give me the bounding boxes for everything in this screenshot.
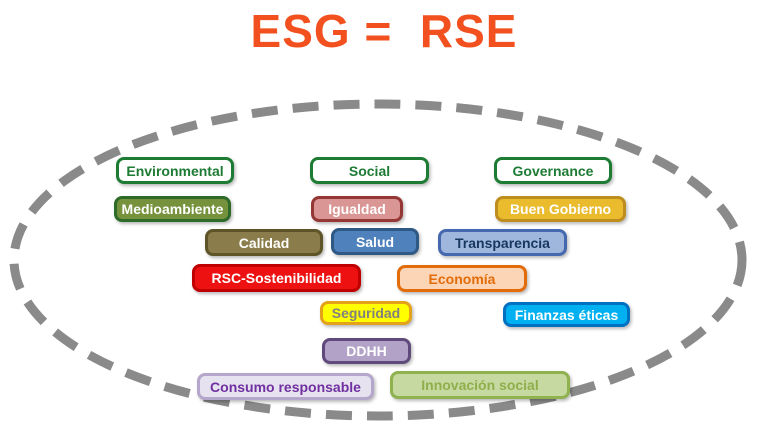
term-box-salud: Salud: [331, 228, 419, 255]
term-box-rsc-sostenibilidad: RSC-Sostenibilidad: [192, 264, 361, 292]
term-box-buen-gobierno: Buen Gobierno: [495, 196, 626, 222]
category-box-social: Social: [310, 157, 429, 184]
category-box-environmental: Environmental: [116, 157, 234, 184]
term-box-economia: Economía: [397, 265, 527, 292]
term-box-seguridad: Seguridad: [320, 301, 412, 325]
term-box-calidad: Calidad: [205, 229, 323, 256]
term-box-transparencia: Transparencia: [438, 229, 567, 256]
term-box-ddhh: DDHH: [322, 338, 411, 364]
term-box-igualdad: Igualdad: [311, 196, 403, 222]
term-box-consumo-responsable: Consumo responsable: [197, 373, 374, 400]
term-box-medioambiente: Medioambiente: [114, 196, 231, 222]
dashed-ellipse: [9, 99, 747, 421]
term-box-innovacion-social: Innovación social: [390, 371, 570, 399]
term-box-finanzas-eticas: Finanzas éticas: [503, 302, 630, 327]
page-title: ESG = RSE: [250, 5, 518, 57]
category-box-governance: Governance: [494, 157, 612, 184]
